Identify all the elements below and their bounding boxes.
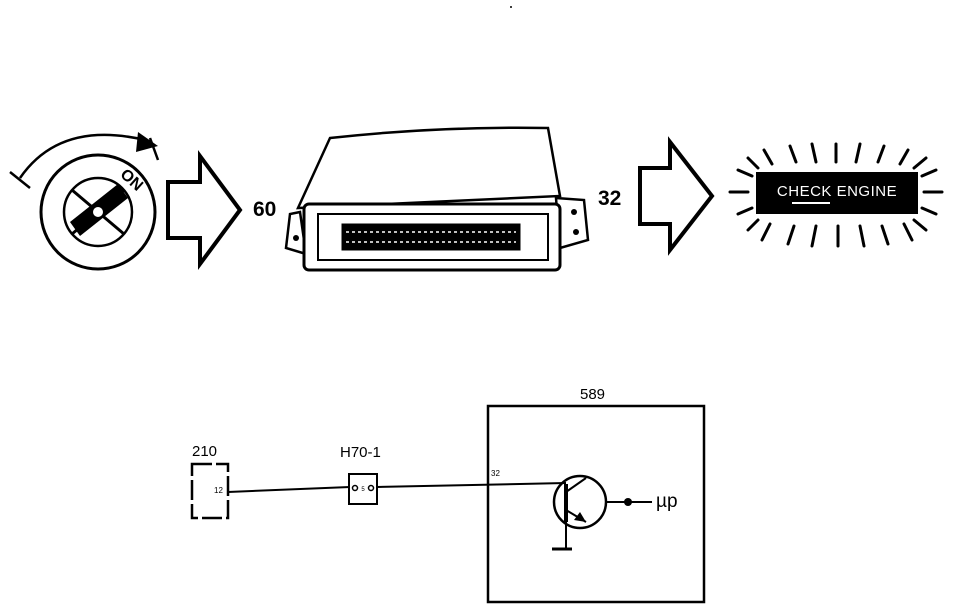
component-210-label: 210 — [192, 443, 217, 460]
lamp-glow-rays — [728, 142, 944, 248]
connector-h70-pin-in — [351, 484, 359, 492]
ignition-switch-inner-ring — [62, 176, 134, 248]
ecu-module — [284, 126, 590, 272]
connector-h70-pin-out — [367, 484, 375, 492]
rotation-arrow-arc — [18, 133, 146, 179]
module-589-pin-label: 32 — [491, 469, 500, 478]
connector-h70-label: H70-1 — [340, 444, 381, 461]
wire-h70-to-589 — [376, 482, 567, 488]
flow-arrow-to-ecu — [166, 149, 243, 271]
component-210-box — [190, 462, 230, 520]
connector-h70-pin-label: 5 — [361, 487, 365, 493]
ecu-housing-top — [296, 126, 562, 210]
ignition-key-blade — [70, 184, 128, 236]
rotation-start-tick — [9, 171, 31, 189]
transistor-emitter-arrow — [574, 512, 586, 522]
rotation-end-tick — [148, 137, 160, 161]
wire-210-to-h70 — [227, 486, 351, 493]
check-engine-lamp — [728, 142, 944, 248]
module-589-box — [486, 404, 706, 604]
ignition-switch — [9, 132, 160, 271]
component-210-pin-label: 12 — [214, 486, 223, 495]
flow-arrow-to-lamp — [638, 136, 715, 256]
scan-speck — [510, 6, 512, 8]
output-transistor — [552, 474, 652, 551]
module-589-label: 589 — [580, 386, 605, 403]
lamp-panel — [756, 172, 918, 214]
ignition-switch-outer-ring — [39, 153, 157, 271]
transistor-base-node — [624, 498, 632, 506]
ecu-connector-pins — [341, 223, 521, 251]
transistor-collector — [565, 477, 587, 493]
ecu-input-pin-label: 60 — [253, 198, 276, 221]
ecu-output-pin-label: 32 — [598, 187, 621, 210]
microprocessor-label: µp — [656, 491, 678, 512]
lamp-text: CHECK ENGINE — [777, 183, 897, 200]
